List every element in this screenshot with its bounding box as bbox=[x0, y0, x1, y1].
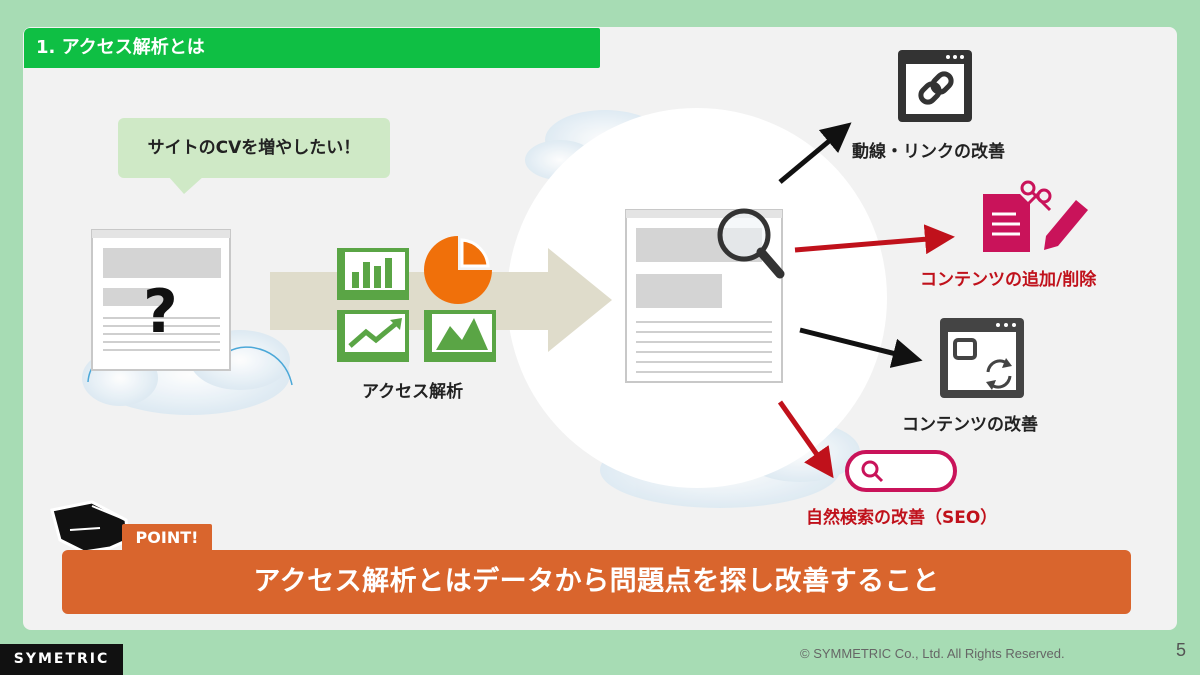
arrow-to-content-add bbox=[794, 224, 955, 255]
area-chart-icon bbox=[424, 310, 496, 362]
outcome-content-add-label: コンテンツの追加/削除 bbox=[920, 270, 1097, 290]
magnifier-icon bbox=[717, 208, 785, 279]
section-title: 1. アクセス解析とは bbox=[24, 28, 600, 68]
content-refresh-icon bbox=[940, 318, 1024, 398]
analytics-label: アクセス解析 bbox=[362, 382, 464, 402]
point-tag: POINT! bbox=[122, 524, 212, 552]
speech-bubble: サイトのCVを増やしたい！ bbox=[118, 118, 390, 178]
point-message: アクセス解析とはデータから問題点を探し改善すること bbox=[62, 550, 1131, 614]
line-chart-icon bbox=[337, 310, 409, 362]
arrow-to-link bbox=[778, 122, 852, 184]
pointing-hand-icon bbox=[50, 500, 130, 554]
outcome-seo-label: 自然検索の改善（SEO） bbox=[806, 508, 998, 528]
speech-bubble-tail bbox=[168, 176, 204, 194]
search-bar-icon bbox=[845, 450, 957, 492]
arrow-to-seo bbox=[777, 400, 834, 479]
question-mark: ? bbox=[143, 277, 178, 347]
outcome-link-label: 動線・リンクの改善 bbox=[852, 142, 1005, 162]
company-logo: SYMETRIC bbox=[0, 644, 123, 675]
webpage-left-icon bbox=[91, 229, 231, 371]
bar-chart-icon bbox=[337, 248, 409, 300]
arrow-to-content-improve bbox=[799, 327, 923, 368]
copyright-text: © SYMMETRIC Co., Ltd. All Rights Reserve… bbox=[800, 646, 1065, 661]
outcome-content-improve-label: コンテンツの改善 bbox=[902, 415, 1038, 435]
document-edit-icon bbox=[983, 180, 1088, 252]
link-icon bbox=[898, 50, 972, 122]
pie-chart-icon bbox=[424, 236, 492, 304]
page-number: 5 bbox=[1176, 640, 1187, 660]
